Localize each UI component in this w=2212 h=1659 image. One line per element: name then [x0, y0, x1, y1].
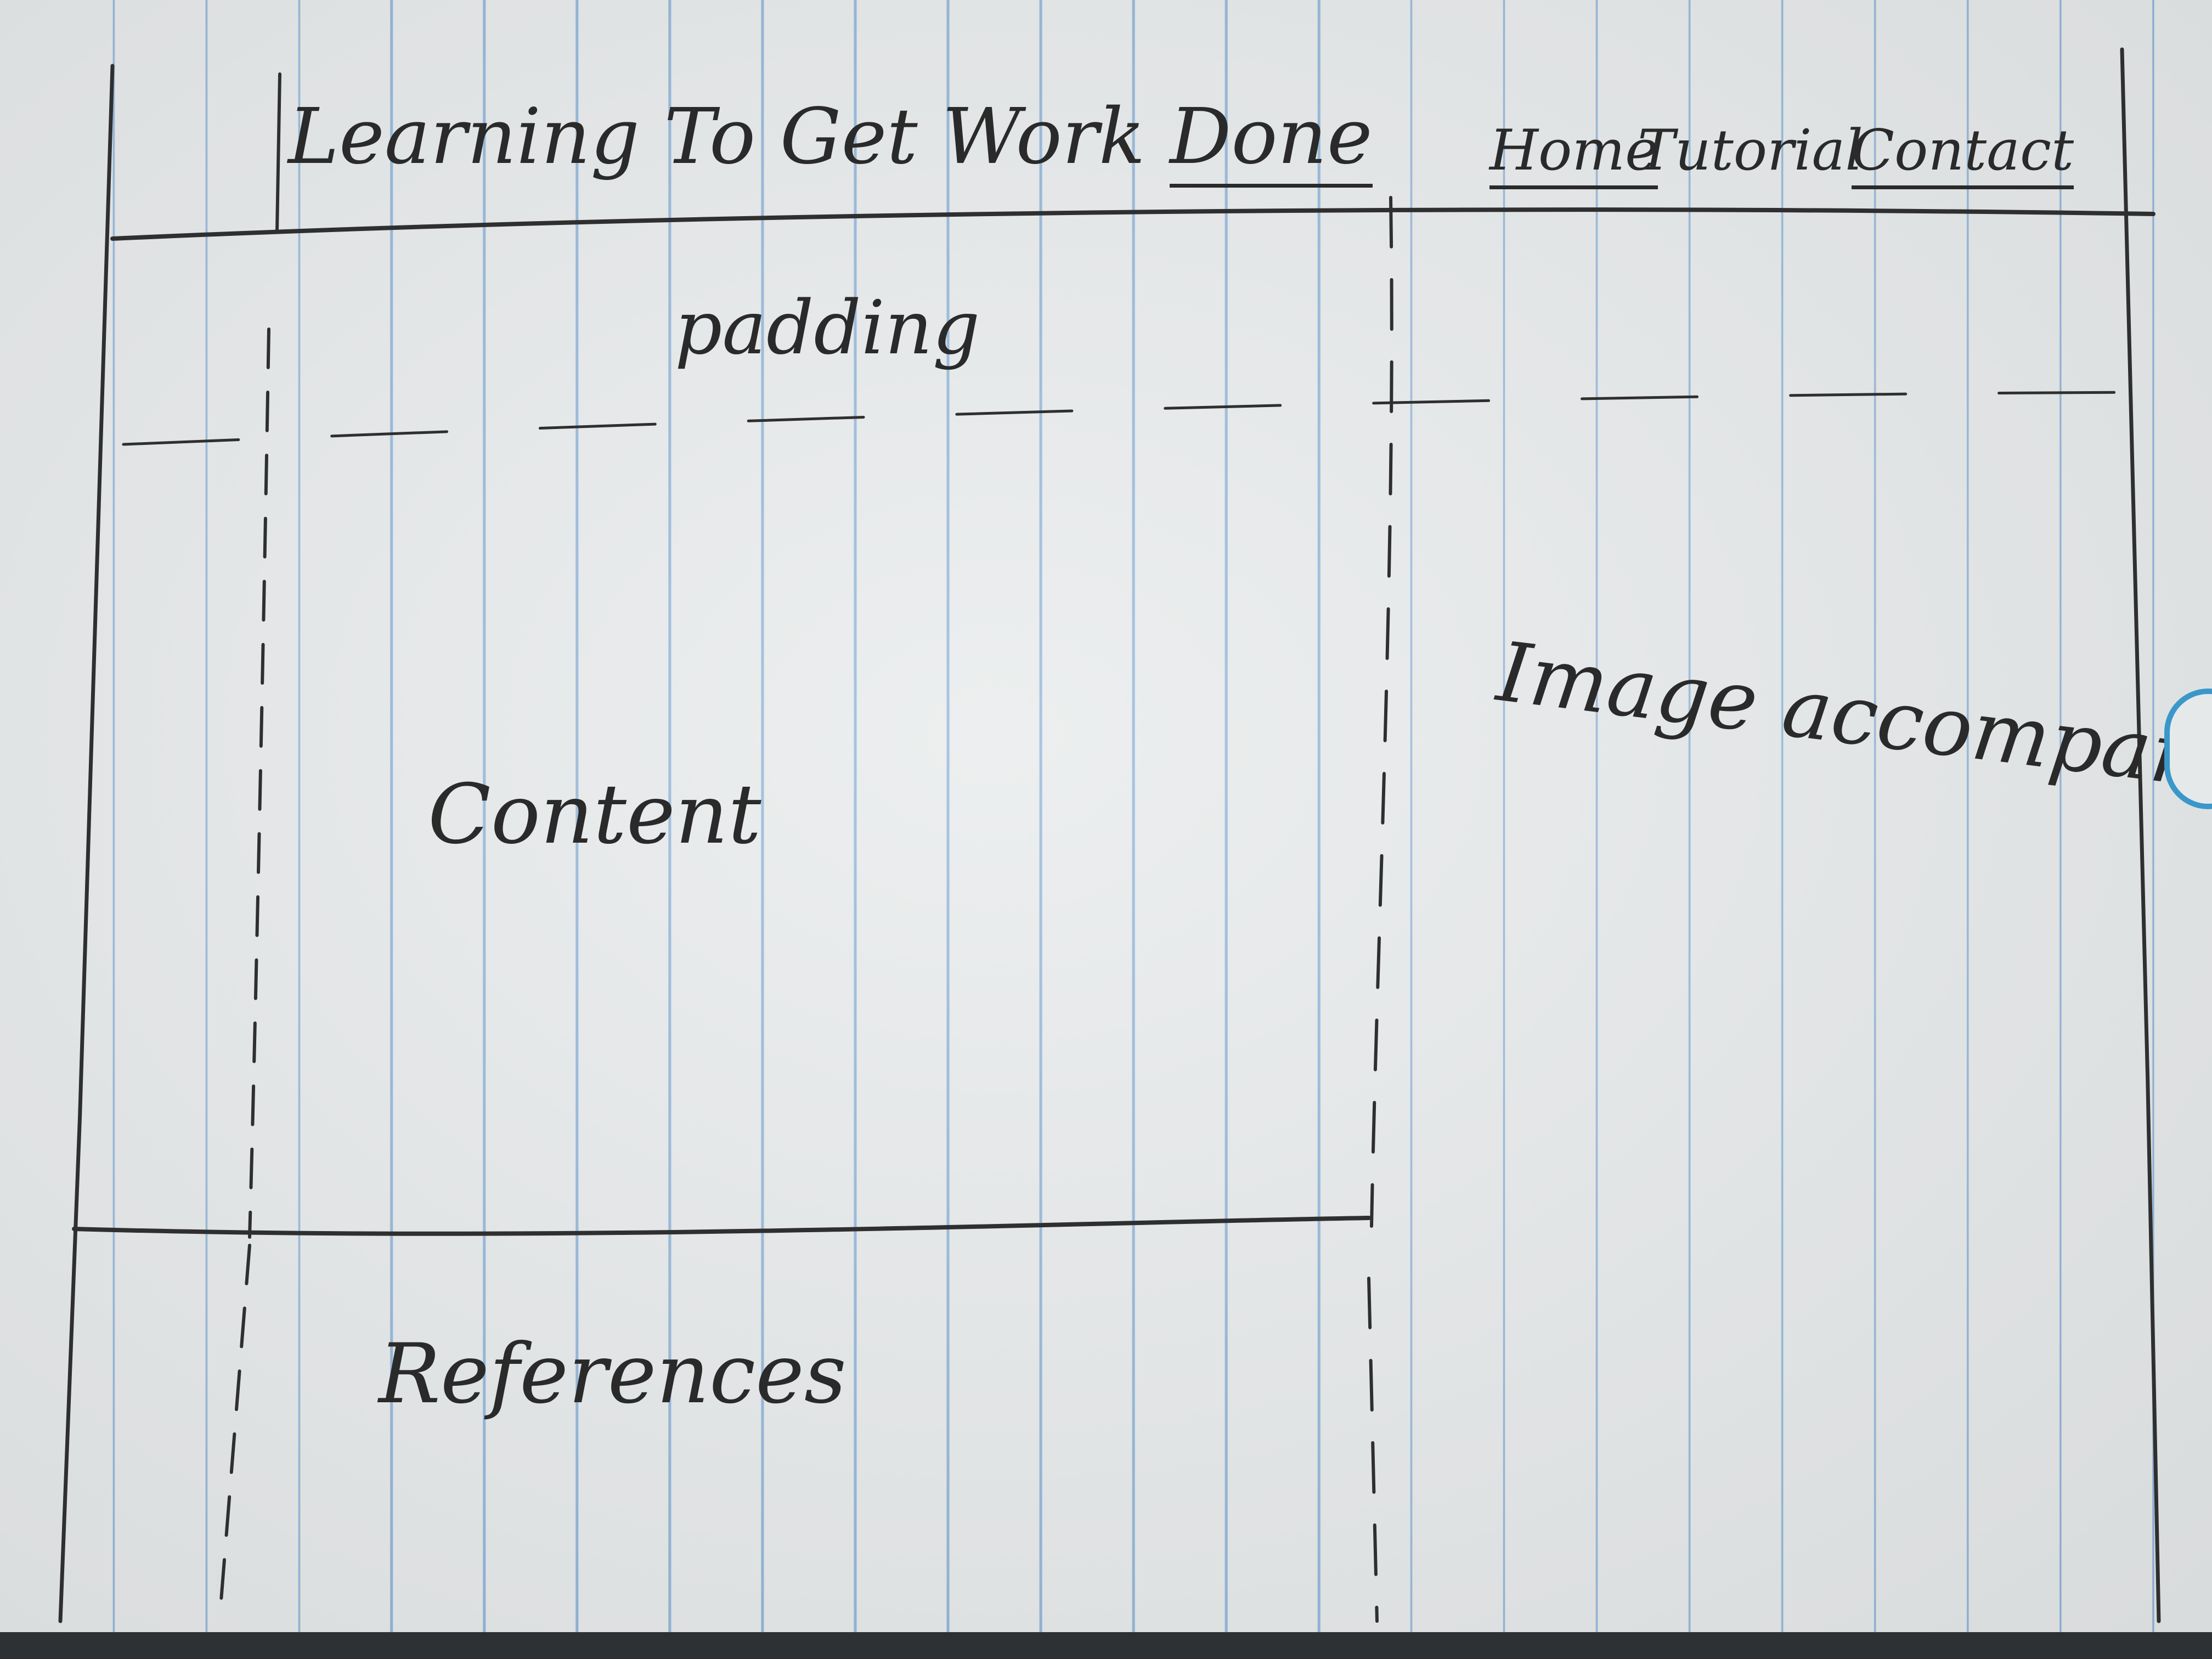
header-divider — [110, 207, 2155, 241]
desk-edge — [0, 1632, 2212, 1659]
site-title-emphasis: Done — [1170, 92, 1373, 188]
nav-tutorial-link[interactable]: Tutorial — [1638, 118, 1863, 183]
site-title: Learning To Get Work Done — [288, 92, 1373, 188]
header-tick — [275, 72, 281, 232]
content-footer-divider — [72, 1216, 1371, 1236]
padding-guide-left — [248, 328, 270, 1239]
nav-contact-link[interactable]: Contact — [1852, 118, 2074, 189]
site-title-prefix: Learning To Get Work — [288, 92, 1170, 182]
column-divider — [1370, 196, 1393, 1228]
padding-guide-top — [122, 391, 2141, 446]
outer-frame-right — [2120, 47, 2161, 1623]
padding-label: padding — [675, 285, 980, 371]
references-region-label: References — [379, 1327, 847, 1422]
outer-frame-left — [58, 64, 115, 1623]
column-divider-lower — [1367, 1277, 1379, 1623]
content-region-label: Content — [428, 767, 761, 862]
nav-home-link[interactable]: Home — [1489, 118, 1658, 189]
padding-guide-left-lower — [218, 1244, 251, 1623]
